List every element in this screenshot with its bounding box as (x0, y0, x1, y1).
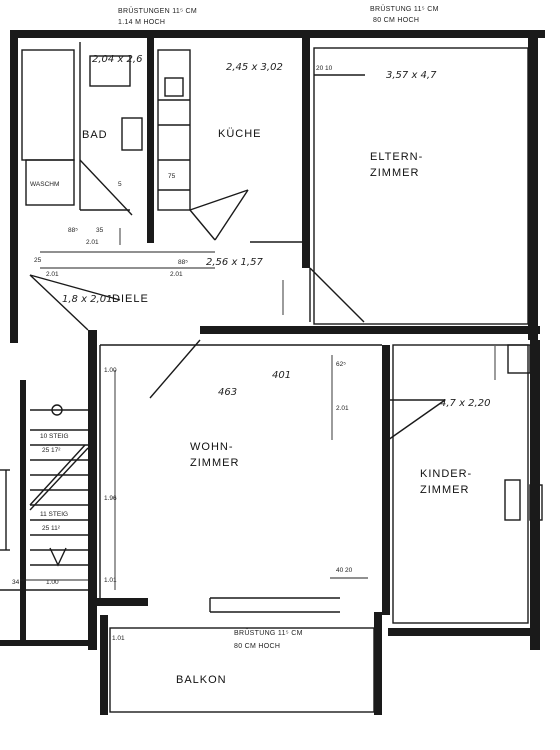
header-note-right-2: 80 CM HOCH (373, 17, 419, 24)
dim-label: 88⁵ (68, 227, 78, 234)
dim-label: 35 (96, 227, 104, 234)
room-label-bad: BAD (82, 129, 108, 141)
kinder-size-note: 4,7 x 2,20 (440, 398, 490, 409)
dim-label: 34 (12, 579, 20, 586)
header-note-left-1: BRÜSTUNGEN 11⁵ CM (118, 7, 197, 15)
diele-size-note-2: 1,8 x 2,01 (62, 294, 112, 305)
room-label-eltern-1: ELTERN- (370, 151, 423, 163)
dim-label: 1.00 (104, 367, 117, 374)
waschmaschine-label: WASCHM (30, 181, 59, 188)
inner-lines (0, 42, 543, 713)
room-label-eltern-2: ZIMMER (370, 167, 419, 179)
room-label-kueche: KÜCHE (218, 128, 262, 140)
stair-note-2-dim: 25 11² (42, 525, 61, 532)
dim-label: 25 (34, 257, 42, 264)
dim-label: 88⁵ (178, 259, 188, 266)
stair-note-2: 11 STEIG (40, 511, 68, 518)
dim-label: 2.01 (46, 271, 59, 278)
dim-label: 40 20 (336, 567, 353, 574)
dim-label: 1.00 (46, 579, 59, 586)
dim-label: 1.96 (104, 495, 117, 502)
wohn-size-note-a: 401 (272, 370, 291, 381)
room-label-wohn-2: ZIMMER (190, 457, 239, 469)
room-label-kinder-1: KINDER- (420, 468, 472, 480)
dim-label: 20 10 (316, 65, 333, 72)
wohn-size-note-b: 463 (218, 387, 237, 398)
dim-label: 62⁵ (336, 361, 346, 368)
room-label-wohn-1: WOHN- (190, 441, 234, 453)
dim-label: 1.01 (104, 577, 117, 584)
dim-label: 2.01 (170, 271, 183, 278)
room-label-balkon: BALKON (176, 674, 227, 686)
room-label-diele: DIELE (112, 293, 149, 305)
dimension-lines (20, 228, 496, 590)
room-label-kinder-2: ZIMMER (420, 484, 469, 496)
header-note-right-1: BRÜSTUNG 11⁵ CM (370, 5, 439, 13)
dim-label: 2.01 (86, 239, 99, 246)
kueche-size-note: 2,45 x 3,02 (226, 62, 283, 73)
diele-size-note: 2,56 x 1,57 (206, 257, 263, 268)
bad-size-note: 2,04 x 2,6 (92, 54, 142, 65)
eltern-size-note: 3,57 x 4,7 (386, 70, 437, 81)
dim-label: 1.01 (112, 635, 125, 642)
stair-note-1: 10 STEIG (40, 433, 69, 440)
dim-label: 2.01 (336, 405, 349, 412)
header-note-left-2: 1.14 M HOCH (118, 19, 165, 26)
stair-note-1-dim: 25 17² (42, 447, 61, 454)
balkon-note-2: 80 CM HOCH (234, 643, 280, 650)
walls (0, 30, 545, 715)
dim-label: 5 (118, 181, 122, 188)
dim-label: 75 (168, 173, 176, 180)
balkon-note-1: BRÜSTUNG 11⁵ CM (234, 629, 303, 637)
